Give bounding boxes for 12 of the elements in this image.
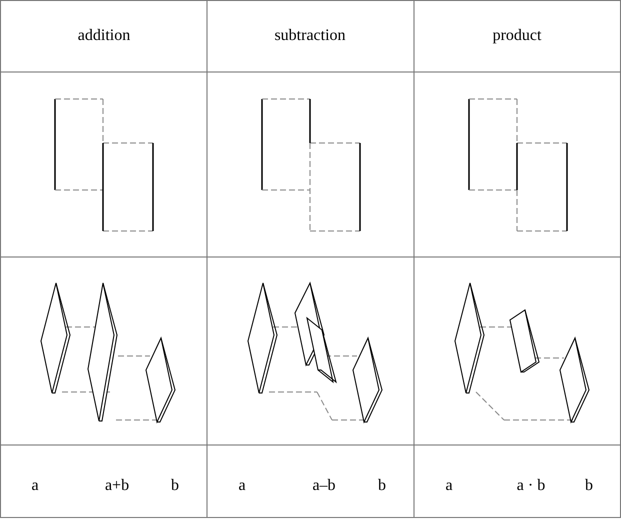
operand-label: a–b <box>312 477 336 495</box>
operand-label: b <box>378 477 386 495</box>
column-header: addition <box>78 27 130 45</box>
operand-label: b <box>171 477 179 495</box>
operand-label: a <box>238 477 246 495</box>
column-header: subtraction <box>274 27 346 45</box>
operand-label: a <box>445 477 453 495</box>
operand-label: a · b <box>516 477 546 495</box>
operand-label: a+b <box>104 477 130 495</box>
operand-label: b <box>585 477 593 495</box>
column-header: product <box>492 27 542 45</box>
operand-label: a <box>31 477 39 495</box>
